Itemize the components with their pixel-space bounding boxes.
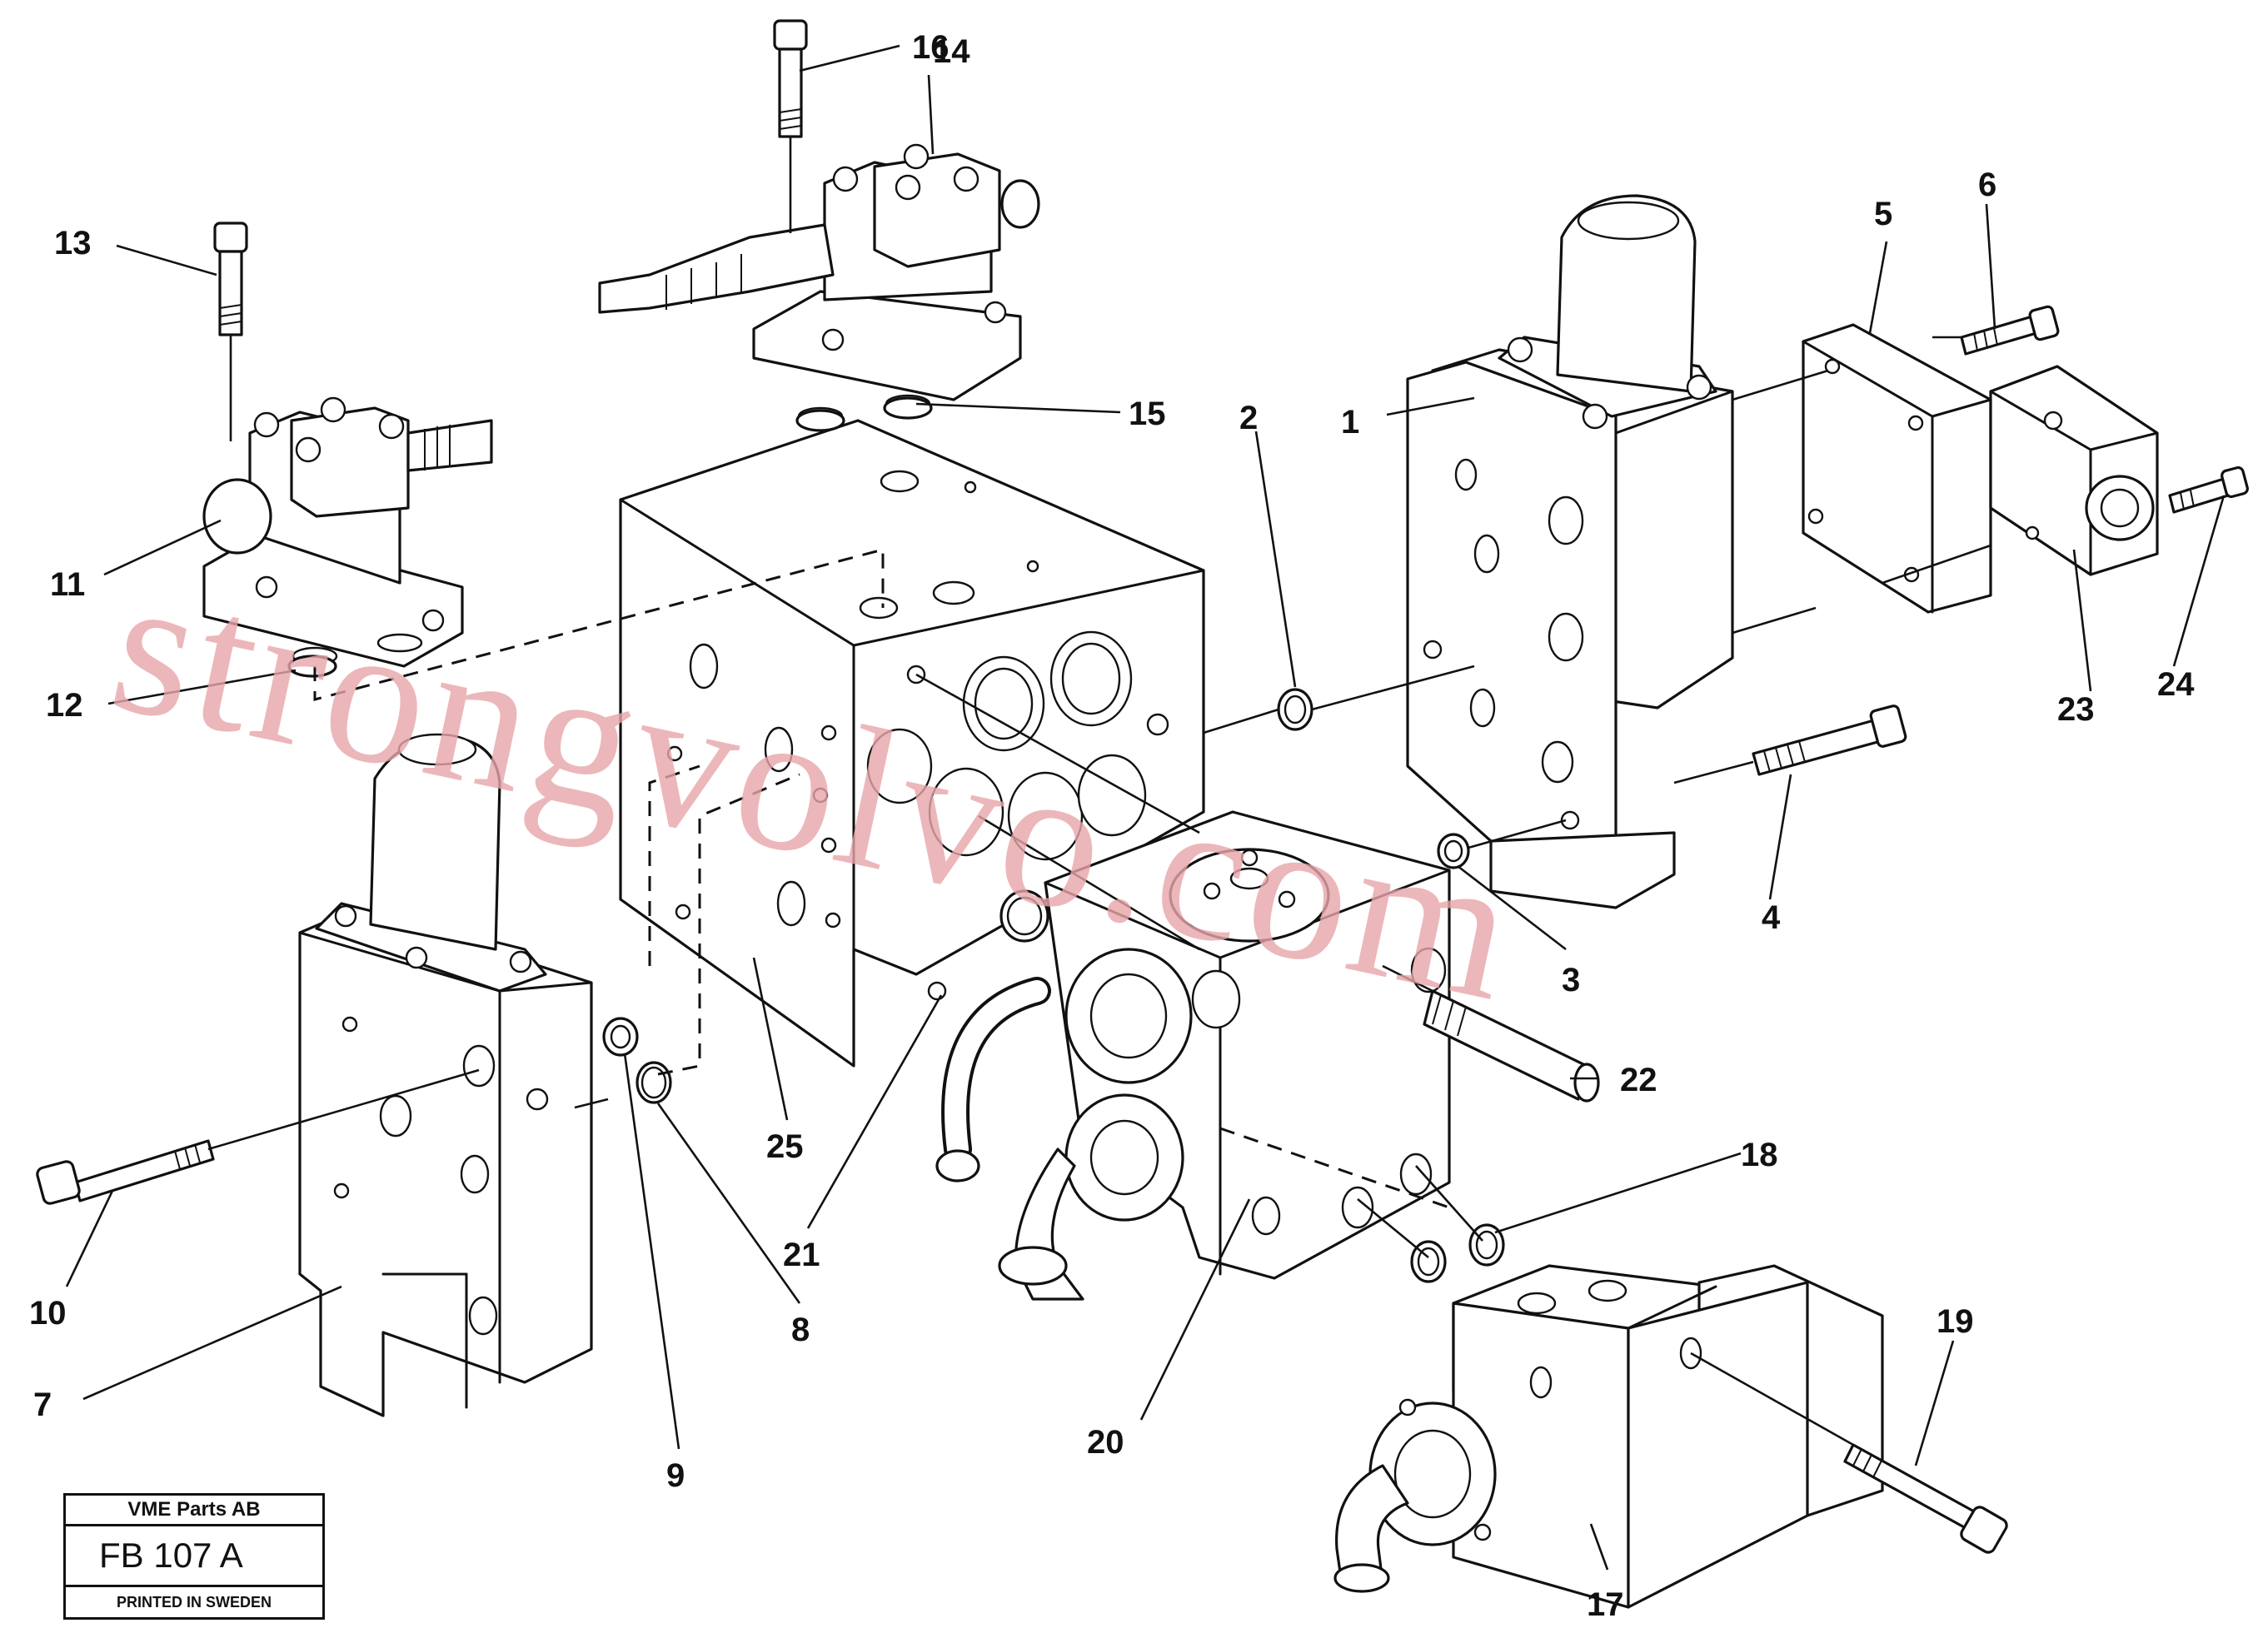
solenoid-valve-left: [298, 733, 593, 1417]
assembly-lines: [207, 336, 1991, 1446]
callout-4: 4: [1762, 899, 1781, 936]
bolt-16: [773, 19, 808, 233]
callout-23: 23: [2057, 691, 2095, 728]
callout-8: 8: [791, 1312, 810, 1348]
callout-9: 9: [666, 1457, 685, 1494]
callout-6: 6: [1978, 167, 1996, 203]
bolt-6: [1960, 305, 2060, 356]
callout-13: 13: [54, 225, 92, 261]
callout-18: 18: [1741, 1137, 1778, 1173]
title-block-printed: PRINTED IN SWEDEN: [116, 1594, 272, 1611]
pipe-22: [1423, 989, 1600, 1103]
callout-22: 22: [1620, 1062, 1657, 1098]
cartridge-valve-block: [1333, 1264, 1884, 1609]
callout-numbers: 1 2 3 4 5 6 7 8 9 10 11 12 13 14 15 16 1…: [29, 29, 2195, 1623]
callout-21: 21: [783, 1237, 820, 1273]
callout-leaders: [65, 44, 2226, 1571]
bolt-10: [36, 1139, 215, 1205]
bolt-4: [1752, 704, 1907, 776]
callout-16: 16: [912, 29, 950, 66]
adapter-plate: [1802, 323, 1992, 614]
pilot-valve-left: [202, 396, 493, 668]
callout-25: 25: [766, 1128, 804, 1165]
callout-11: 11: [50, 566, 85, 603]
bolt-13: [213, 222, 248, 441]
callout-1: 1: [1341, 404, 1359, 441]
pilot-valve-center: [598, 143, 1040, 426]
callout-15: 15: [1129, 396, 1166, 432]
callout-5: 5: [1874, 196, 1892, 232]
callout-12: 12: [46, 687, 83, 724]
callout-24: 24: [2157, 666, 2195, 703]
callout-7: 7: [33, 1387, 52, 1423]
sequence-valve-block: [935, 810, 1451, 1301]
callout-19: 19: [1937, 1303, 1974, 1340]
callout-3: 3: [1562, 962, 1580, 998]
title-block-company: VME Parts AB: [66, 1496, 322, 1526]
callout-14: 14: [933, 33, 970, 70]
callout-10: 10: [29, 1295, 67, 1332]
o-rings: [287, 396, 1505, 1283]
callout-20: 20: [1087, 1424, 1124, 1461]
pressure-switch: [1989, 365, 2159, 576]
solenoid-valve-right: [1406, 194, 1734, 909]
title-block-code: FB 107 A: [66, 1526, 322, 1587]
callout-17: 17: [1587, 1586, 1624, 1623]
callout-2: 2: [1239, 400, 1258, 436]
bolt-19: [1843, 1443, 2008, 1554]
title-block: VME Parts AB FB 107 A PRINTED IN SWEDEN: [63, 1493, 325, 1620]
bolt-24: [2168, 466, 2249, 514]
